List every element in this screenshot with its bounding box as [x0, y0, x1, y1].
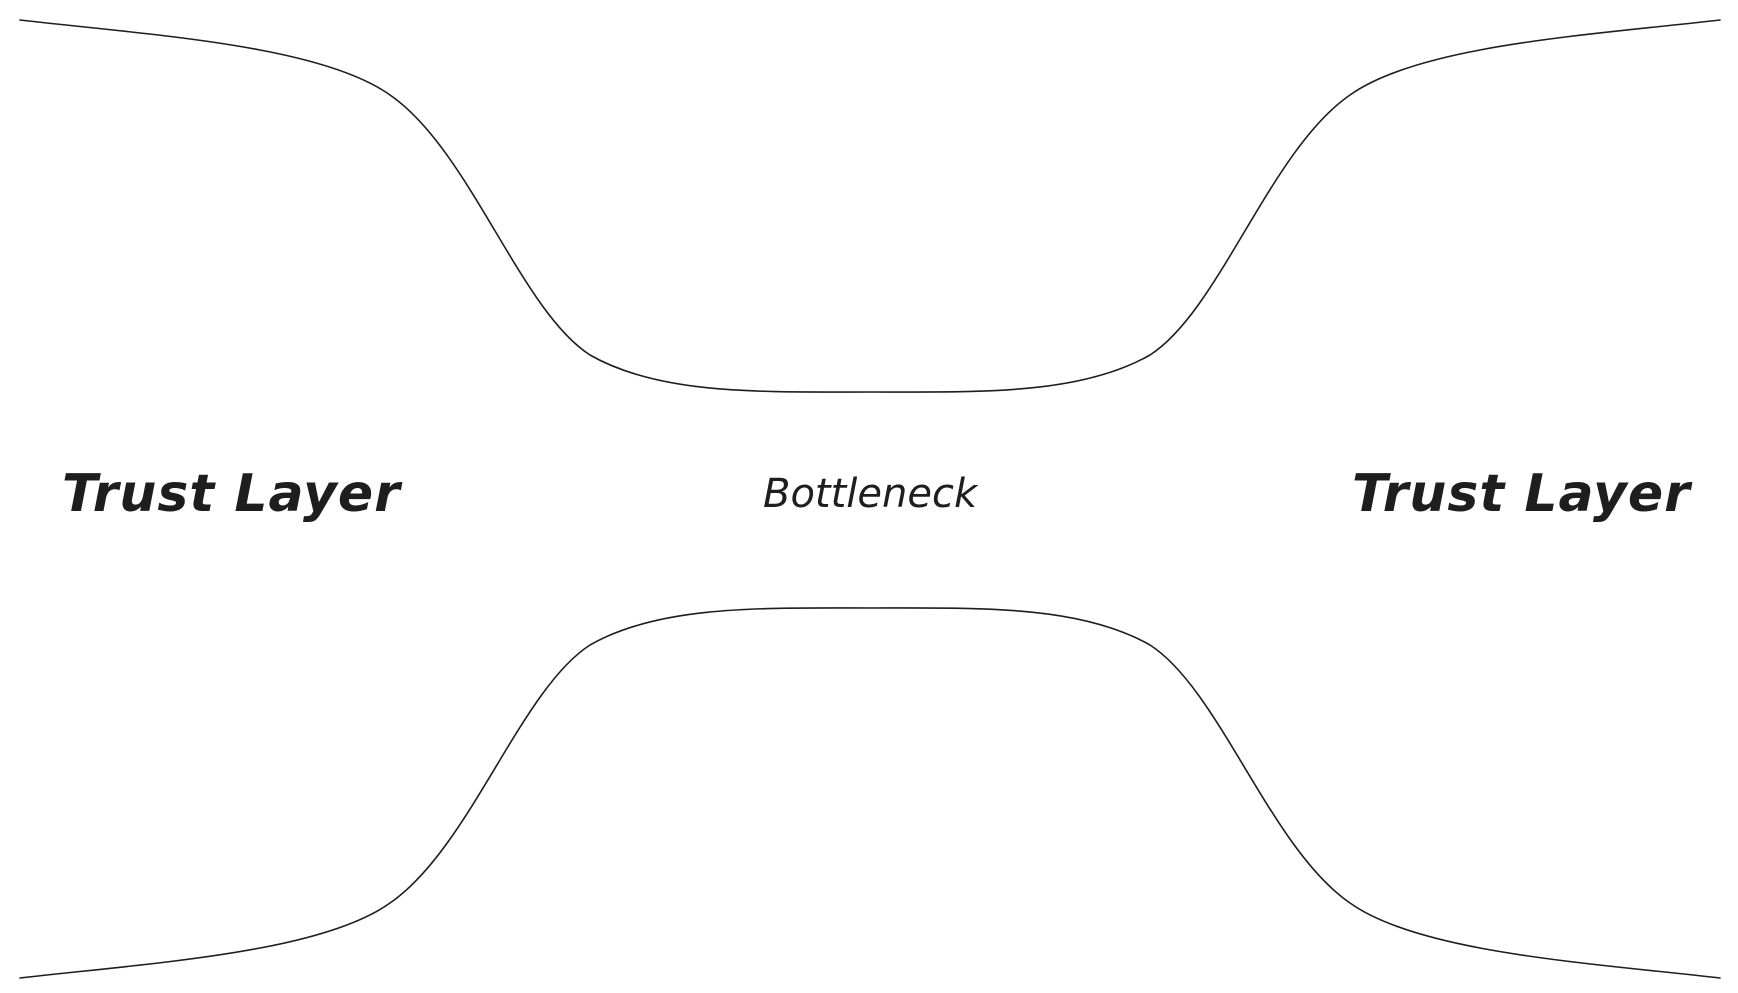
bottleneck-label: Bottleneck	[763, 471, 978, 517]
top-funnel-curve	[19, 19, 1721, 393]
left-trust-layer-label: Trust Layer	[62, 464, 401, 524]
right-trust-layer-label: Trust Layer	[1352, 464, 1691, 524]
bottom-funnel-curve	[19, 607, 1721, 979]
